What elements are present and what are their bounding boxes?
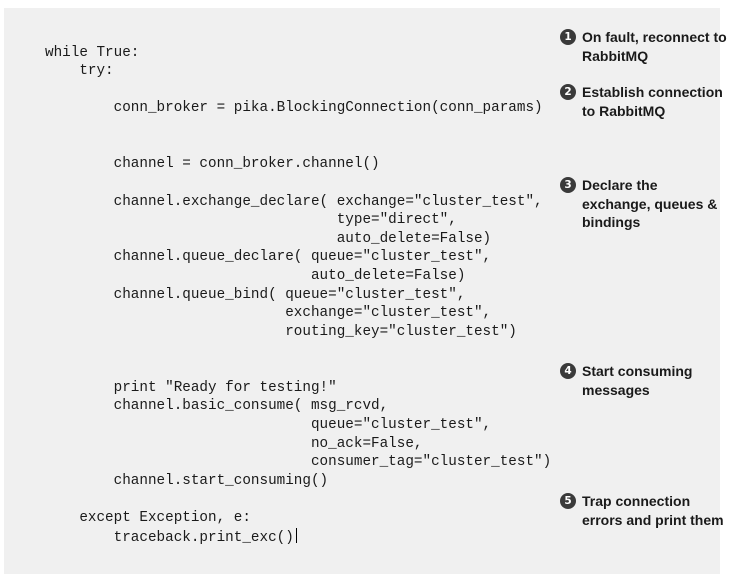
code-line: exchange="cluster_test",	[45, 305, 492, 321]
code-line: queue="cluster_test",	[45, 417, 492, 433]
code-line: channel.start_consuming()	[45, 473, 329, 489]
code-line: type="direct",	[45, 212, 457, 228]
annotation-text: Declare the exchange, queues & bindings	[582, 177, 718, 230]
code-line: traceback.print_exc()	[45, 528, 297, 546]
code-line: except Exception, e:	[45, 510, 251, 526]
annotation-text: Establish connection to RabbitMQ	[582, 84, 723, 119]
annotation-text: On fault, reconnect to RabbitMQ	[582, 29, 727, 64]
annotation-text: Trap connection errors and print them	[582, 493, 724, 528]
annotation-text: Start consuming messages	[582, 363, 693, 398]
code-line: routing_key="cluster_test")	[45, 324, 517, 340]
annotation-number-badge: 5	[560, 493, 576, 509]
code-line: auto_delete=False)	[45, 231, 492, 247]
code-line: consumer_tag="cluster_test")	[45, 454, 552, 470]
code-line: channel.queue_declare( queue="cluster_te…	[45, 249, 492, 265]
code-line: channel.basic_consume( msg_rcvd,	[45, 398, 389, 414]
code-line: print "Ready for testing!"	[45, 380, 337, 396]
code-line: conn_broker = pika.BlockingConnection(co…	[45, 100, 543, 116]
code-line: channel = conn_broker.channel()	[45, 156, 380, 172]
code-line: channel.queue_bind( queue="cluster_test"…	[45, 287, 466, 303]
code-line-text: traceback.print_exc()	[45, 530, 294, 546]
code-line: auto_delete=False)	[45, 268, 466, 284]
code-line: while True:	[45, 45, 140, 61]
annotation-number-badge: 3	[560, 177, 576, 193]
code-line: channel.exchange_declare( exchange="clus…	[45, 194, 543, 210]
annotation-number-badge: 1	[560, 29, 576, 45]
text-cursor	[295, 528, 297, 543]
code-line: no_ack=False,	[45, 436, 423, 452]
code-line: try:	[45, 63, 114, 79]
code-listing-panel	[4, 8, 720, 574]
annotation-number-badge: 4	[560, 363, 576, 379]
annotation-number-badge: 2	[560, 84, 576, 100]
